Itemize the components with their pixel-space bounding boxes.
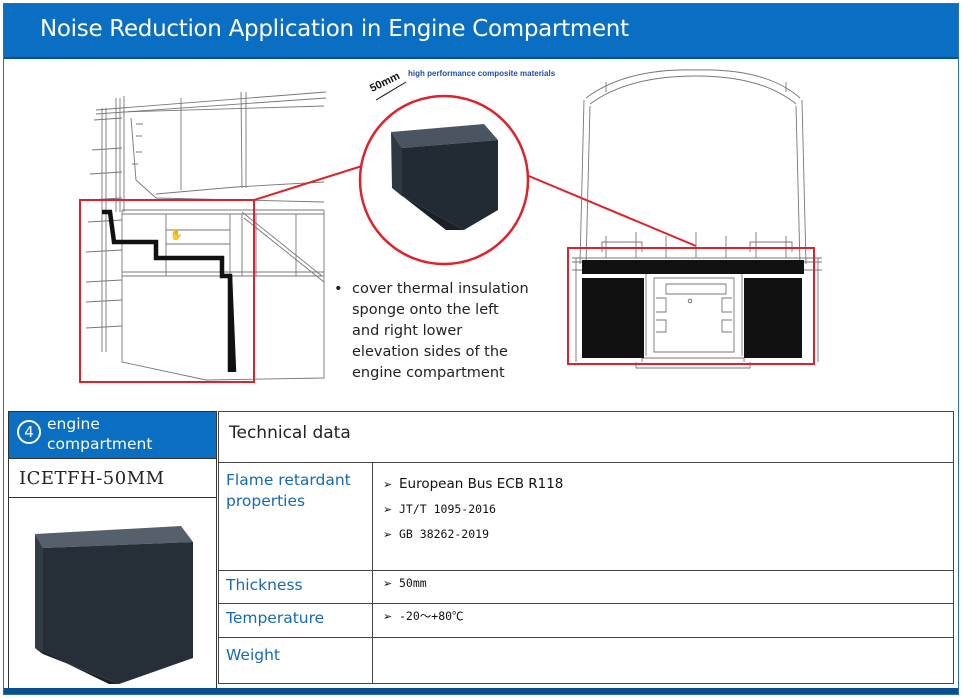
description-line: and right lower	[352, 323, 463, 339]
value-text: 50mm	[399, 576, 427, 590]
product-card: 4 engine compartment ICETFH-50MM	[8, 411, 217, 692]
row-label-cell: Thickness	[219, 571, 373, 603]
header-bar: Noise Reduction Application in Engine Co…	[4, 4, 958, 59]
row-label-cell: Flame retardant properties	[219, 463, 373, 570]
model-code: ICETFH-50MM	[19, 468, 165, 489]
description-text: • cover thermal insulation sponge onto t…	[334, 279, 536, 384]
left-highlight-box	[79, 199, 255, 383]
description-line: elevation sides of the	[352, 344, 508, 360]
left-insulation-panel	[582, 278, 644, 358]
model-box: ICETFH-50MM	[9, 458, 216, 498]
engine-diagram: ✋	[79, 69, 822, 383]
row-values: ➢ European Bus ECB R118 ➢ JT/T 1095-2016 ➢…	[383, 472, 563, 547]
row-label: Weight	[226, 646, 281, 664]
row-value-cell: ➢ 50mm	[373, 571, 953, 603]
description-line: sponge onto the left	[352, 302, 499, 318]
top-insulation-strip	[582, 260, 804, 274]
row-label-line: Flame retardant	[226, 471, 351, 489]
description-line: engine compartment	[352, 365, 505, 381]
row-label-line: properties	[226, 492, 306, 510]
row-values: ➢ -20～+80℃	[383, 604, 464, 629]
table-header-row: Technical data	[218, 411, 954, 463]
product-name: engine compartment	[47, 414, 152, 454]
row-value-cell: ➢ -20～+80℃	[373, 604, 953, 637]
value-line: ➢ GB 38262-2019	[383, 522, 563, 547]
product-name-line: engine	[47, 415, 100, 433]
materials-caption: high performance composite materials	[408, 69, 556, 78]
value-text: JT/T 1095-2016	[399, 502, 496, 516]
table-row: Temperature ➢ -20～+80℃	[218, 604, 954, 638]
table-row: Weight	[218, 638, 954, 684]
row-label: Temperature	[226, 609, 325, 627]
bottom-bar	[4, 688, 958, 694]
left-connector	[253, 165, 363, 201]
row-label: Thickness	[226, 576, 303, 594]
right-connector	[523, 173, 697, 247]
technical-data-heading: Technical data	[229, 423, 351, 443]
arrow-icon: ➢	[383, 479, 393, 491]
page-title: Noise Reduction Application in Engine Co…	[40, 16, 629, 42]
value-line: ➢ JT/T 1095-2016	[383, 497, 563, 522]
technical-data-table: Technical data Flame retardant propertie…	[218, 411, 954, 687]
row-value-cell: ➢ European Bus ECB R118 ➢ JT/T 1095-2016 ➢…	[373, 463, 953, 570]
description-line: cover thermal insulation	[352, 281, 529, 297]
arrow-icon: ➢	[383, 578, 393, 590]
arrow-icon: ➢	[383, 611, 393, 623]
value-line: ➢ European Bus ECB R118	[383, 472, 563, 497]
table-row: Thickness ➢ 50mm	[218, 571, 954, 604]
row-label-cell: Weight	[219, 638, 373, 683]
product-header: 4 engine compartment	[9, 412, 216, 458]
product-name-line: compartment	[47, 435, 153, 453]
value-text: GB 38262-2019	[399, 527, 490, 541]
value-line: ➢ -20～+80℃	[383, 604, 464, 629]
hand-cursor-icon: ✋	[170, 228, 182, 241]
bullet-marker: •	[334, 281, 343, 297]
value-line: ➢ 50mm	[383, 571, 427, 596]
product-number: 4	[17, 420, 41, 444]
foam-block-zoom	[391, 124, 498, 230]
right-highlight-box	[567, 247, 815, 365]
row-value-cell	[373, 638, 953, 683]
row-label: Flame retardant properties	[226, 470, 351, 512]
arrow-icon: ➢	[383, 529, 393, 541]
value-text: -20～+80℃	[399, 609, 464, 623]
arrow-icon: ➢	[383, 504, 393, 516]
product-photo	[9, 498, 216, 692]
value-text: European Bus ECB R118	[399, 476, 564, 492]
diagram-area: ✋	[6, 62, 956, 408]
insulation-line	[102, 209, 233, 372]
row-label-cell: Temperature	[219, 604, 373, 637]
table-row: Flame retardant properties ➢ European Bus…	[218, 463, 954, 571]
right-insulation-panel	[744, 278, 802, 358]
side-view-drawing	[85, 91, 327, 381]
row-values: ➢ 50mm	[383, 571, 427, 596]
